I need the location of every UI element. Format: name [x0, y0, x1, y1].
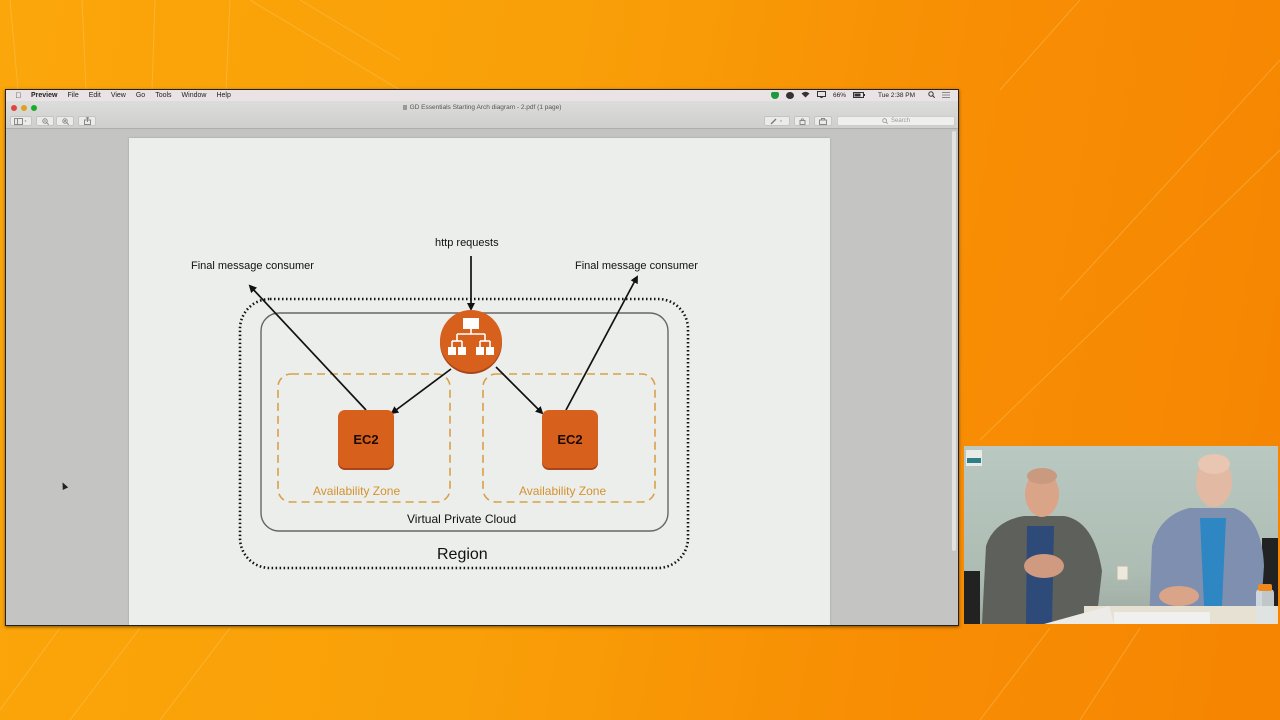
menu-app-preview[interactable]: Preview	[31, 92, 58, 99]
search-placeholder: Search	[890, 118, 910, 124]
zoom-out-icon	[41, 117, 49, 125]
menu-window[interactable]: Window	[181, 92, 207, 99]
pdf-page: EC2 EC2 http requests Final message cons…	[129, 138, 830, 625]
pdf-file-icon	[402, 104, 407, 110]
toolbox-icon	[819, 117, 827, 125]
elb-to-ec2-right-arrow	[495, 366, 544, 415]
spotlight-icon[interactable]	[928, 91, 936, 100]
menu-edit[interactable]: Edit	[88, 92, 101, 99]
menu-help[interactable]: Help	[216, 92, 231, 99]
wifi-icon[interactable]	[801, 91, 810, 100]
menu-file[interactable]: File	[67, 92, 79, 99]
rotate-button[interactable]	[794, 116, 810, 126]
search-icon	[882, 118, 888, 124]
clock[interactable]: Tue 2:38 PM	[878, 92, 915, 99]
rotate-icon	[799, 117, 805, 125]
toolbox-button[interactable]	[814, 116, 832, 126]
document-viewport: EC2 EC2 http requests Final message cons…	[6, 129, 958, 625]
webcam-video	[964, 446, 1278, 624]
document-title[interactable]: GD Essentials Starting Arch diagram - 2.…	[6, 104, 958, 111]
pen-icon	[770, 118, 782, 124]
availability-zone-1-boundary	[277, 373, 451, 503]
vertical-scrollbar[interactable]	[952, 131, 956, 551]
menu-go[interactable]: Go	[135, 92, 146, 99]
load-balancer-node[interactable]	[440, 310, 502, 372]
region-label: Region	[437, 546, 488, 563]
battery-percent: 66%	[833, 92, 847, 99]
zoom-in-button[interactable]	[56, 116, 74, 126]
elb-to-ec2-left-arrow	[390, 368, 452, 415]
region-boundary	[238, 297, 690, 570]
left-consumer-label: Final message consumer	[191, 260, 314, 272]
menu-tools[interactable]: Tools	[155, 92, 172, 99]
shield-icon[interactable]	[771, 92, 779, 99]
sidebar-toggle-button[interactable]	[10, 116, 32, 126]
vpc-label: Virtual Private Cloud	[407, 512, 517, 526]
apple-menu-icon[interactable]: 	[14, 91, 23, 100]
mouse-cursor-icon	[59, 481, 69, 490]
sidebar-icon	[14, 117, 27, 125]
availability-zone-2-label: Availability Zone	[519, 484, 607, 498]
ec2-instance-left[interactable]: EC2	[338, 410, 394, 468]
right-consumer-label: Final message consumer	[575, 260, 698, 272]
availability-zone-2-boundary	[482, 373, 656, 503]
ec2-instance-right[interactable]: EC2	[542, 410, 598, 468]
airplay-icon[interactable]	[817, 91, 826, 100]
http-requests-label: http requests	[435, 237, 499, 249]
battery-icon[interactable]	[853, 91, 866, 100]
zoom-in-icon	[61, 117, 69, 125]
ec2-left-to-consumer-arrow	[248, 284, 367, 411]
dropbox-icon[interactable]	[786, 92, 794, 99]
load-balancer-icon	[448, 318, 494, 355]
menu-view[interactable]: View	[110, 92, 126, 99]
zoom-out-button[interactable]	[36, 116, 54, 126]
ec2-right-to-consumer-arrow	[565, 275, 638, 411]
preview-window:  Preview File Edit View Go Tools Window…	[5, 89, 959, 626]
window-toolbar: GD Essentials Starting Arch diagram - 2.…	[6, 101, 958, 129]
zoom-window-button[interactable]	[31, 105, 37, 111]
window-controls	[11, 105, 37, 111]
markup-button[interactable]	[764, 116, 790, 126]
menu-bar:  Preview File Edit View Go Tools Window…	[6, 90, 958, 101]
share-button[interactable]	[78, 116, 96, 126]
notification-center-icon[interactable]	[942, 91, 950, 100]
minimize-window-button[interactable]	[21, 105, 27, 111]
presenters-video-frame	[964, 450, 1278, 624]
availability-zone-1-label: Availability Zone	[313, 484, 401, 498]
share-icon	[83, 117, 91, 125]
search-field[interactable]: Search	[837, 116, 955, 126]
close-window-button[interactable]	[11, 105, 17, 111]
